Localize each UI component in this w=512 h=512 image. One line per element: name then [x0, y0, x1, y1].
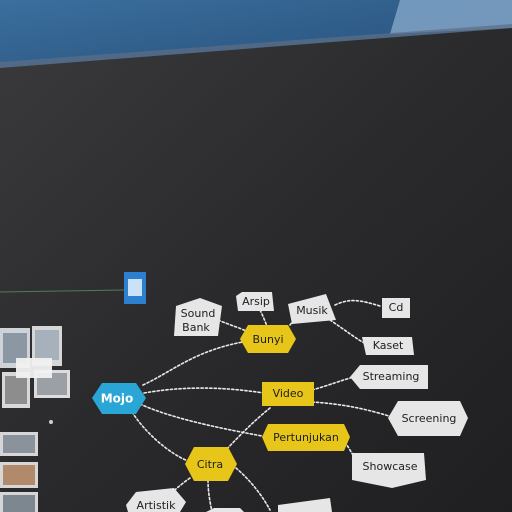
- node-mojo: Mojo: [92, 383, 146, 414]
- node-mojo-label: Mojo: [101, 392, 134, 406]
- mindmap-connectors: [131, 299, 393, 512]
- node-bunyi: Bunyi: [240, 325, 296, 353]
- photo-cluster: [0, 326, 70, 512]
- node-artistik: Artistik: [126, 488, 186, 512]
- node-citra-label: Citra: [197, 458, 223, 471]
- node-showcase: Showcase: [352, 453, 426, 488]
- node-streaming-label: Streaming: [363, 370, 420, 383]
- node-pertunjukan: Pertunjukan: [262, 424, 350, 451]
- node-streaming: Streaming: [350, 365, 428, 389]
- node-kaset-label: Kaset: [373, 339, 404, 352]
- node-screening-label: Screening: [402, 412, 457, 425]
- node-musik-label: Musik: [296, 304, 328, 317]
- ceiling-panel: [390, 0, 512, 34]
- node-sound-bank-label-2: Bank: [182, 321, 210, 334]
- node-partial-bottom: [278, 498, 332, 512]
- node-arsip-label: Arsip: [242, 295, 270, 308]
- node-arsip: Arsip: [236, 292, 274, 311]
- wall-line: [0, 289, 125, 293]
- node-showcase-label: Showcase: [363, 460, 418, 473]
- node-cd: Cd: [382, 298, 410, 318]
- node-video-label: Video: [273, 387, 304, 400]
- node-cd-label: Cd: [389, 301, 404, 314]
- node-sound-bank: Sound Bank: [174, 298, 222, 336]
- node-partial-bottom-2: [206, 508, 244, 512]
- blue-sticker-inner: [128, 279, 142, 296]
- node-sound-bank-label-1: Sound: [181, 307, 216, 320]
- node-pertunjukan-label: Pertunjukan: [273, 431, 339, 444]
- node-video: Video: [262, 382, 314, 406]
- node-bunyi-label: Bunyi: [252, 333, 283, 346]
- dark-wall: [0, 28, 512, 512]
- node-screening: Screening: [388, 401, 468, 436]
- node-citra: Citra: [185, 447, 237, 481]
- node-kaset: Kaset: [362, 337, 414, 355]
- node-musik: Musik: [288, 294, 336, 324]
- node-artistik-label: Artistik: [137, 499, 177, 512]
